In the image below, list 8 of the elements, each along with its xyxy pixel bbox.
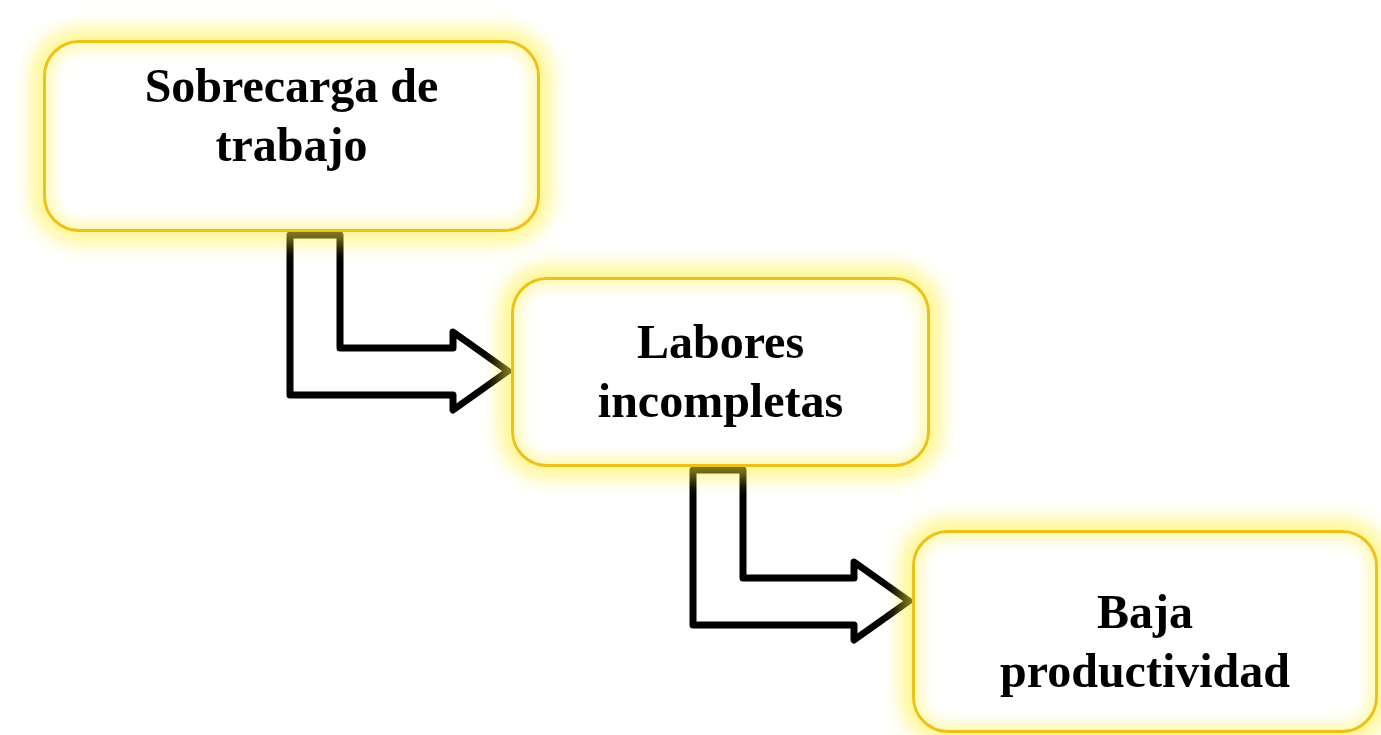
process-box	[912, 530, 1378, 733]
box-label: Baja productividad	[999, 583, 1291, 699]
bent-arrow	[286, 231, 512, 414]
box-label: Labores incompletas	[596, 314, 845, 429]
box-label: Sobrecarga de trabajo	[143, 58, 440, 173]
bent-arrow	[689, 466, 913, 644]
process-box	[43, 40, 540, 232]
process-box	[511, 277, 930, 467]
